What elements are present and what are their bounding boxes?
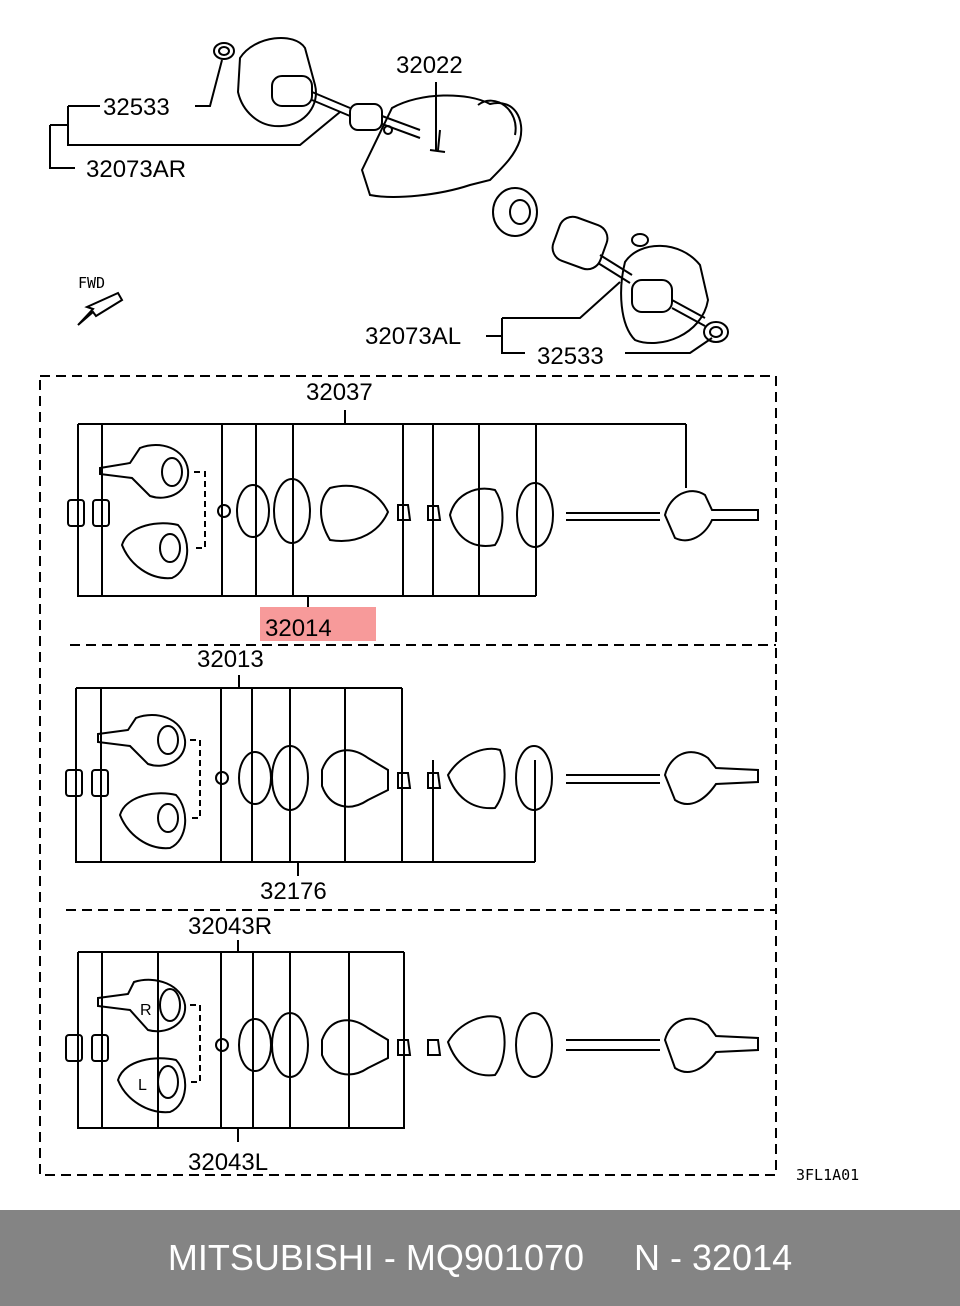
label-32176: 32176 xyxy=(260,878,327,905)
label-32043l: 32043L xyxy=(188,1149,268,1176)
mark-r: R xyxy=(140,1002,152,1019)
footer-part-number: MITSUBISHI - MQ901070 N - 32014 xyxy=(167,1237,793,1278)
highlight-box xyxy=(260,607,376,641)
label-32014: 32014 xyxy=(265,615,332,642)
diagram-code: 3FL1A01 xyxy=(796,1166,859,1184)
label-32073al: 32073AL xyxy=(365,323,461,350)
label-fwd: FWD xyxy=(78,274,105,292)
parts-diagram: 32022 32533 32073AR FWD 32073AL 32533 32… xyxy=(39,36,859,1184)
section-32037 xyxy=(67,410,759,614)
label-32533-upper: 32533 xyxy=(103,94,170,121)
label-32533-lower: 32533 xyxy=(537,343,604,370)
axle-assembly-drawing xyxy=(49,36,729,354)
label-32013: 32013 xyxy=(197,646,264,673)
section-32043 xyxy=(65,940,759,1142)
footer-bar: MITSUBISHI - MQ901070 N - 32014 xyxy=(0,1210,960,1306)
mark-l: L xyxy=(138,1077,147,1094)
label-32043r: 32043R xyxy=(188,913,272,940)
section-32013 xyxy=(65,675,759,876)
kit-frame xyxy=(39,375,777,1176)
label-32073ar: 32073AR xyxy=(86,156,186,183)
label-32037: 32037 xyxy=(306,379,373,406)
label-32022: 32022 xyxy=(396,52,463,79)
